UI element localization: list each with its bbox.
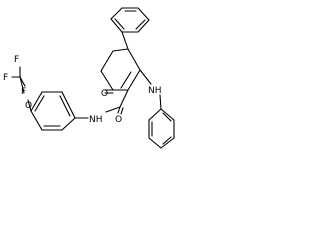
aryl-ring	[30, 91, 76, 131]
structure-drawing: F F F O O O NH NH	[3, 7, 175, 149]
atom-o-amide: O	[115, 115, 122, 125]
carboxamide-group	[105, 89, 129, 115]
bottom-phenyl-ring	[148, 108, 175, 149]
atom-f-bottom: F	[21, 87, 26, 97]
cyclohexenone-ring	[100, 31, 141, 91]
atom-nh-amide: NH	[89, 115, 103, 125]
top-phenyl-ring	[110, 7, 150, 33]
atom-f-top: F	[14, 55, 19, 65]
atom-o-ether: O	[25, 101, 32, 111]
trifluoromethoxy-group	[11, 66, 32, 112]
ketone-group	[104, 89, 114, 94]
atom-o-ketone: O	[101, 89, 108, 99]
anilino-group	[139, 69, 162, 110]
molecule-diagram: F F F O O O NH NH	[0, 0, 175, 160]
atom-nh-amine: NH	[148, 86, 162, 96]
atom-f-left: F	[3, 73, 8, 83]
